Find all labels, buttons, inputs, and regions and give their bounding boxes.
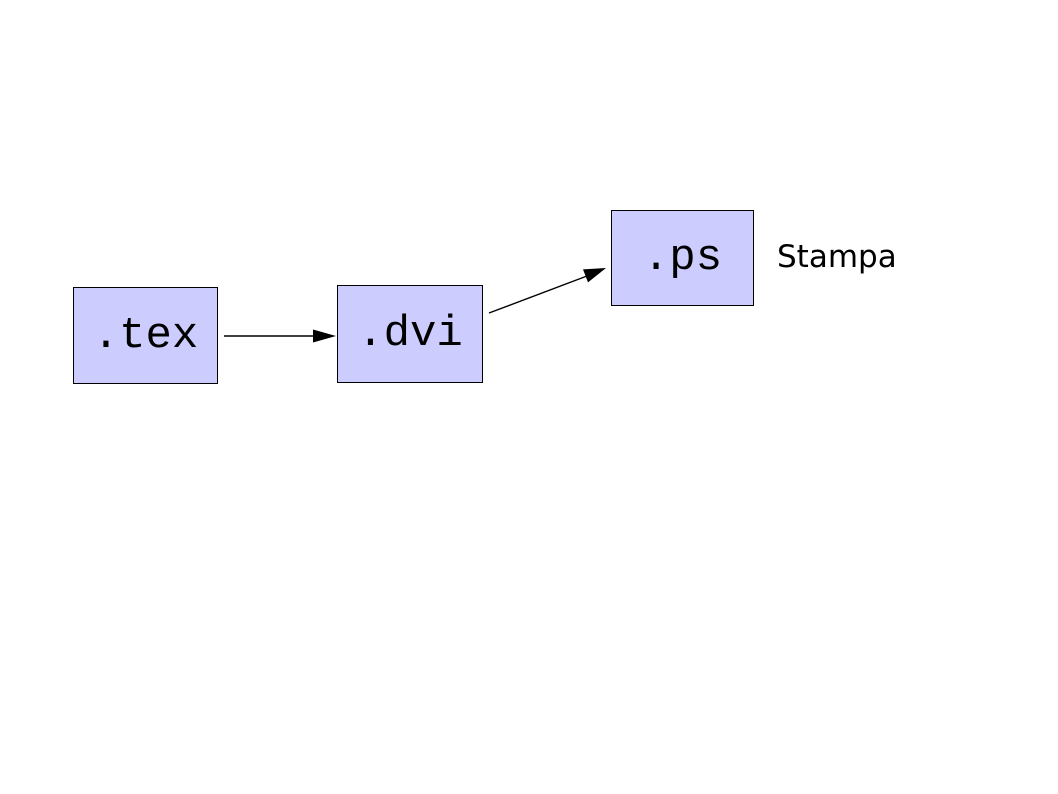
node-ps-label: .ps [642,233,723,283]
node-tex: .tex [73,287,218,384]
stampa-label: Stampa [777,239,897,275]
node-tex-label: .tex [92,310,199,361]
arrow-dvi-to-ps [488,268,606,314]
node-ps: .ps [611,210,754,306]
node-dvi: .dvi [337,285,483,383]
arrow-tex-to-dvi [224,329,336,343]
node-dvi-label: .dvi [357,309,463,359]
